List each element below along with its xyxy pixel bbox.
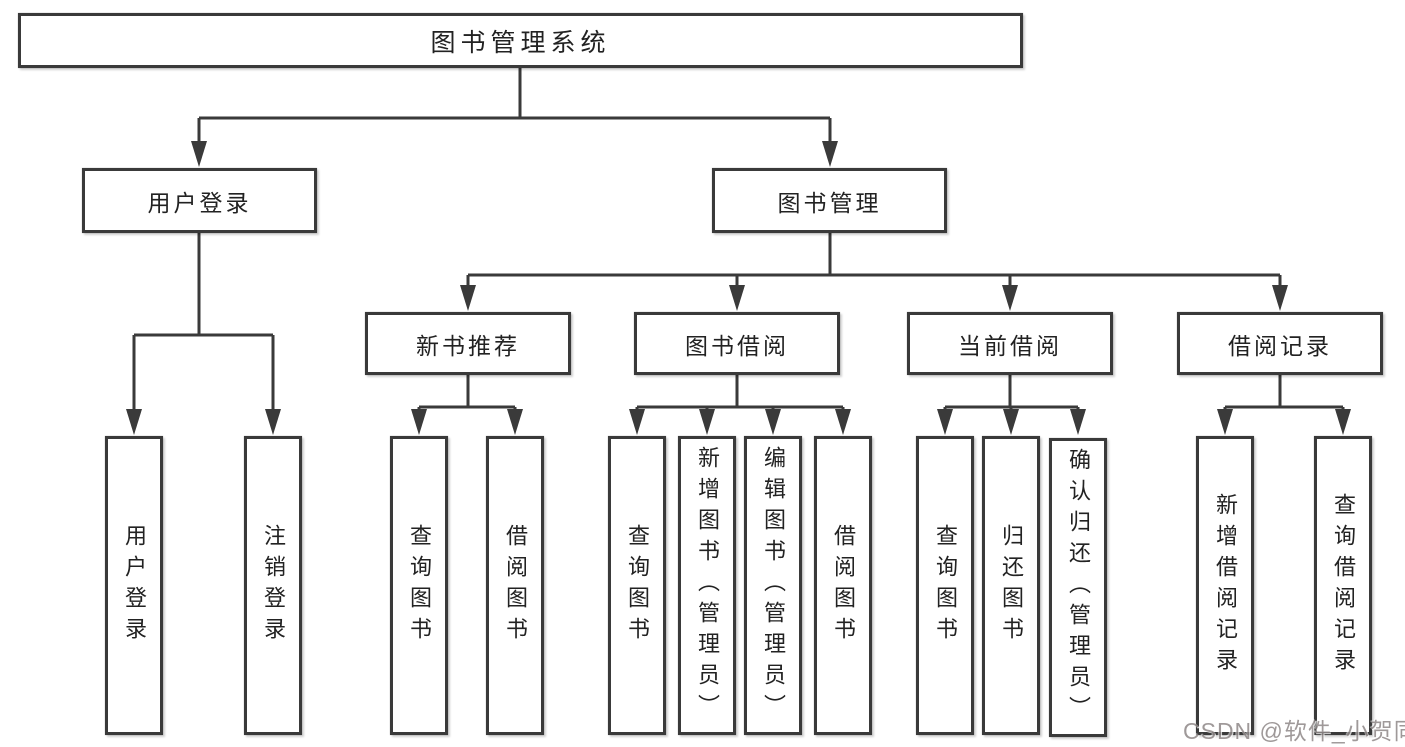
leaf-confirm-return-admin: 确认归还（管理员） [1049,438,1107,737]
leaf-query-borrow-record: 查询借阅记录 [1314,436,1372,735]
csdn-watermark: CSDN @软件_小贺同学 [1183,718,1405,744]
node-current-borrowing-label: 当前借阅 [958,332,1062,359]
node-root-label: 图书管理系统 [430,28,611,57]
node-book-management: 图书管理 [712,168,947,233]
leaf-add-books-admin-label: 新增图书（管理员） [695,446,720,725]
leaf-query-books-current-label: 查询图书 [933,523,958,648]
node-book-borrowing-label: 图书借阅 [685,332,789,359]
leaf-return-books-label: 归还图书 [999,523,1024,648]
leaf-add-borrow-record-label: 新增借阅记录 [1213,492,1238,679]
arrowheads [126,141,1351,435]
leaf-query-borrow-record-label: 查询借阅记录 [1331,492,1356,679]
node-new-book-recommend-label: 新书推荐 [416,332,520,359]
node-new-book-recommend: 新书推荐 [365,312,571,375]
leaf-edit-books-admin-label: 编辑图书（管理员） [761,446,786,725]
node-book-management-label: 图书管理 [777,189,882,216]
leaf-logout: 注销登录 [244,436,302,735]
leaf-query-books-current: 查询图书 [916,436,974,735]
node-borrowing-records: 借阅记录 [1177,312,1383,375]
leaf-borrow-books-borrowing: 借阅图书 [814,436,872,735]
leaf-confirm-return-admin-label: 确认归还（管理员） [1066,448,1091,727]
node-current-borrowing: 当前借阅 [907,312,1113,375]
leaf-user-login-label: 用户登录 [122,523,147,648]
node-book-borrowing: 图书借阅 [634,312,840,375]
node-user-login: 用户登录 [82,168,317,233]
leaf-user-login: 用户登录 [105,436,163,735]
leaf-edit-books-admin: 编辑图书（管理员） [744,436,802,735]
leaf-add-borrow-record: 新增借阅记录 [1196,436,1254,735]
leaf-query-books-recommend-label: 查询图书 [407,523,432,648]
leaf-borrow-books-recommend: 借阅图书 [486,436,544,735]
leaf-borrow-books-recommend-label: 借阅图书 [503,523,528,648]
node-borrowing-records-label: 借阅记录 [1228,332,1332,359]
leaf-logout-label: 注销登录 [261,523,286,648]
leaf-query-books-recommend: 查询图书 [390,436,448,735]
leaf-add-books-admin: 新增图书（管理员） [678,436,736,735]
node-user-login-label: 用户登录 [147,189,252,216]
leaf-query-books-borrowing: 查询图书 [608,436,666,735]
leaf-return-books: 归还图书 [982,436,1040,735]
leaf-query-books-borrowing-label: 查询图书 [625,523,650,648]
node-root: 图书管理系统 [18,13,1023,68]
leaf-borrow-books-borrowing-label: 借阅图书 [831,523,856,648]
